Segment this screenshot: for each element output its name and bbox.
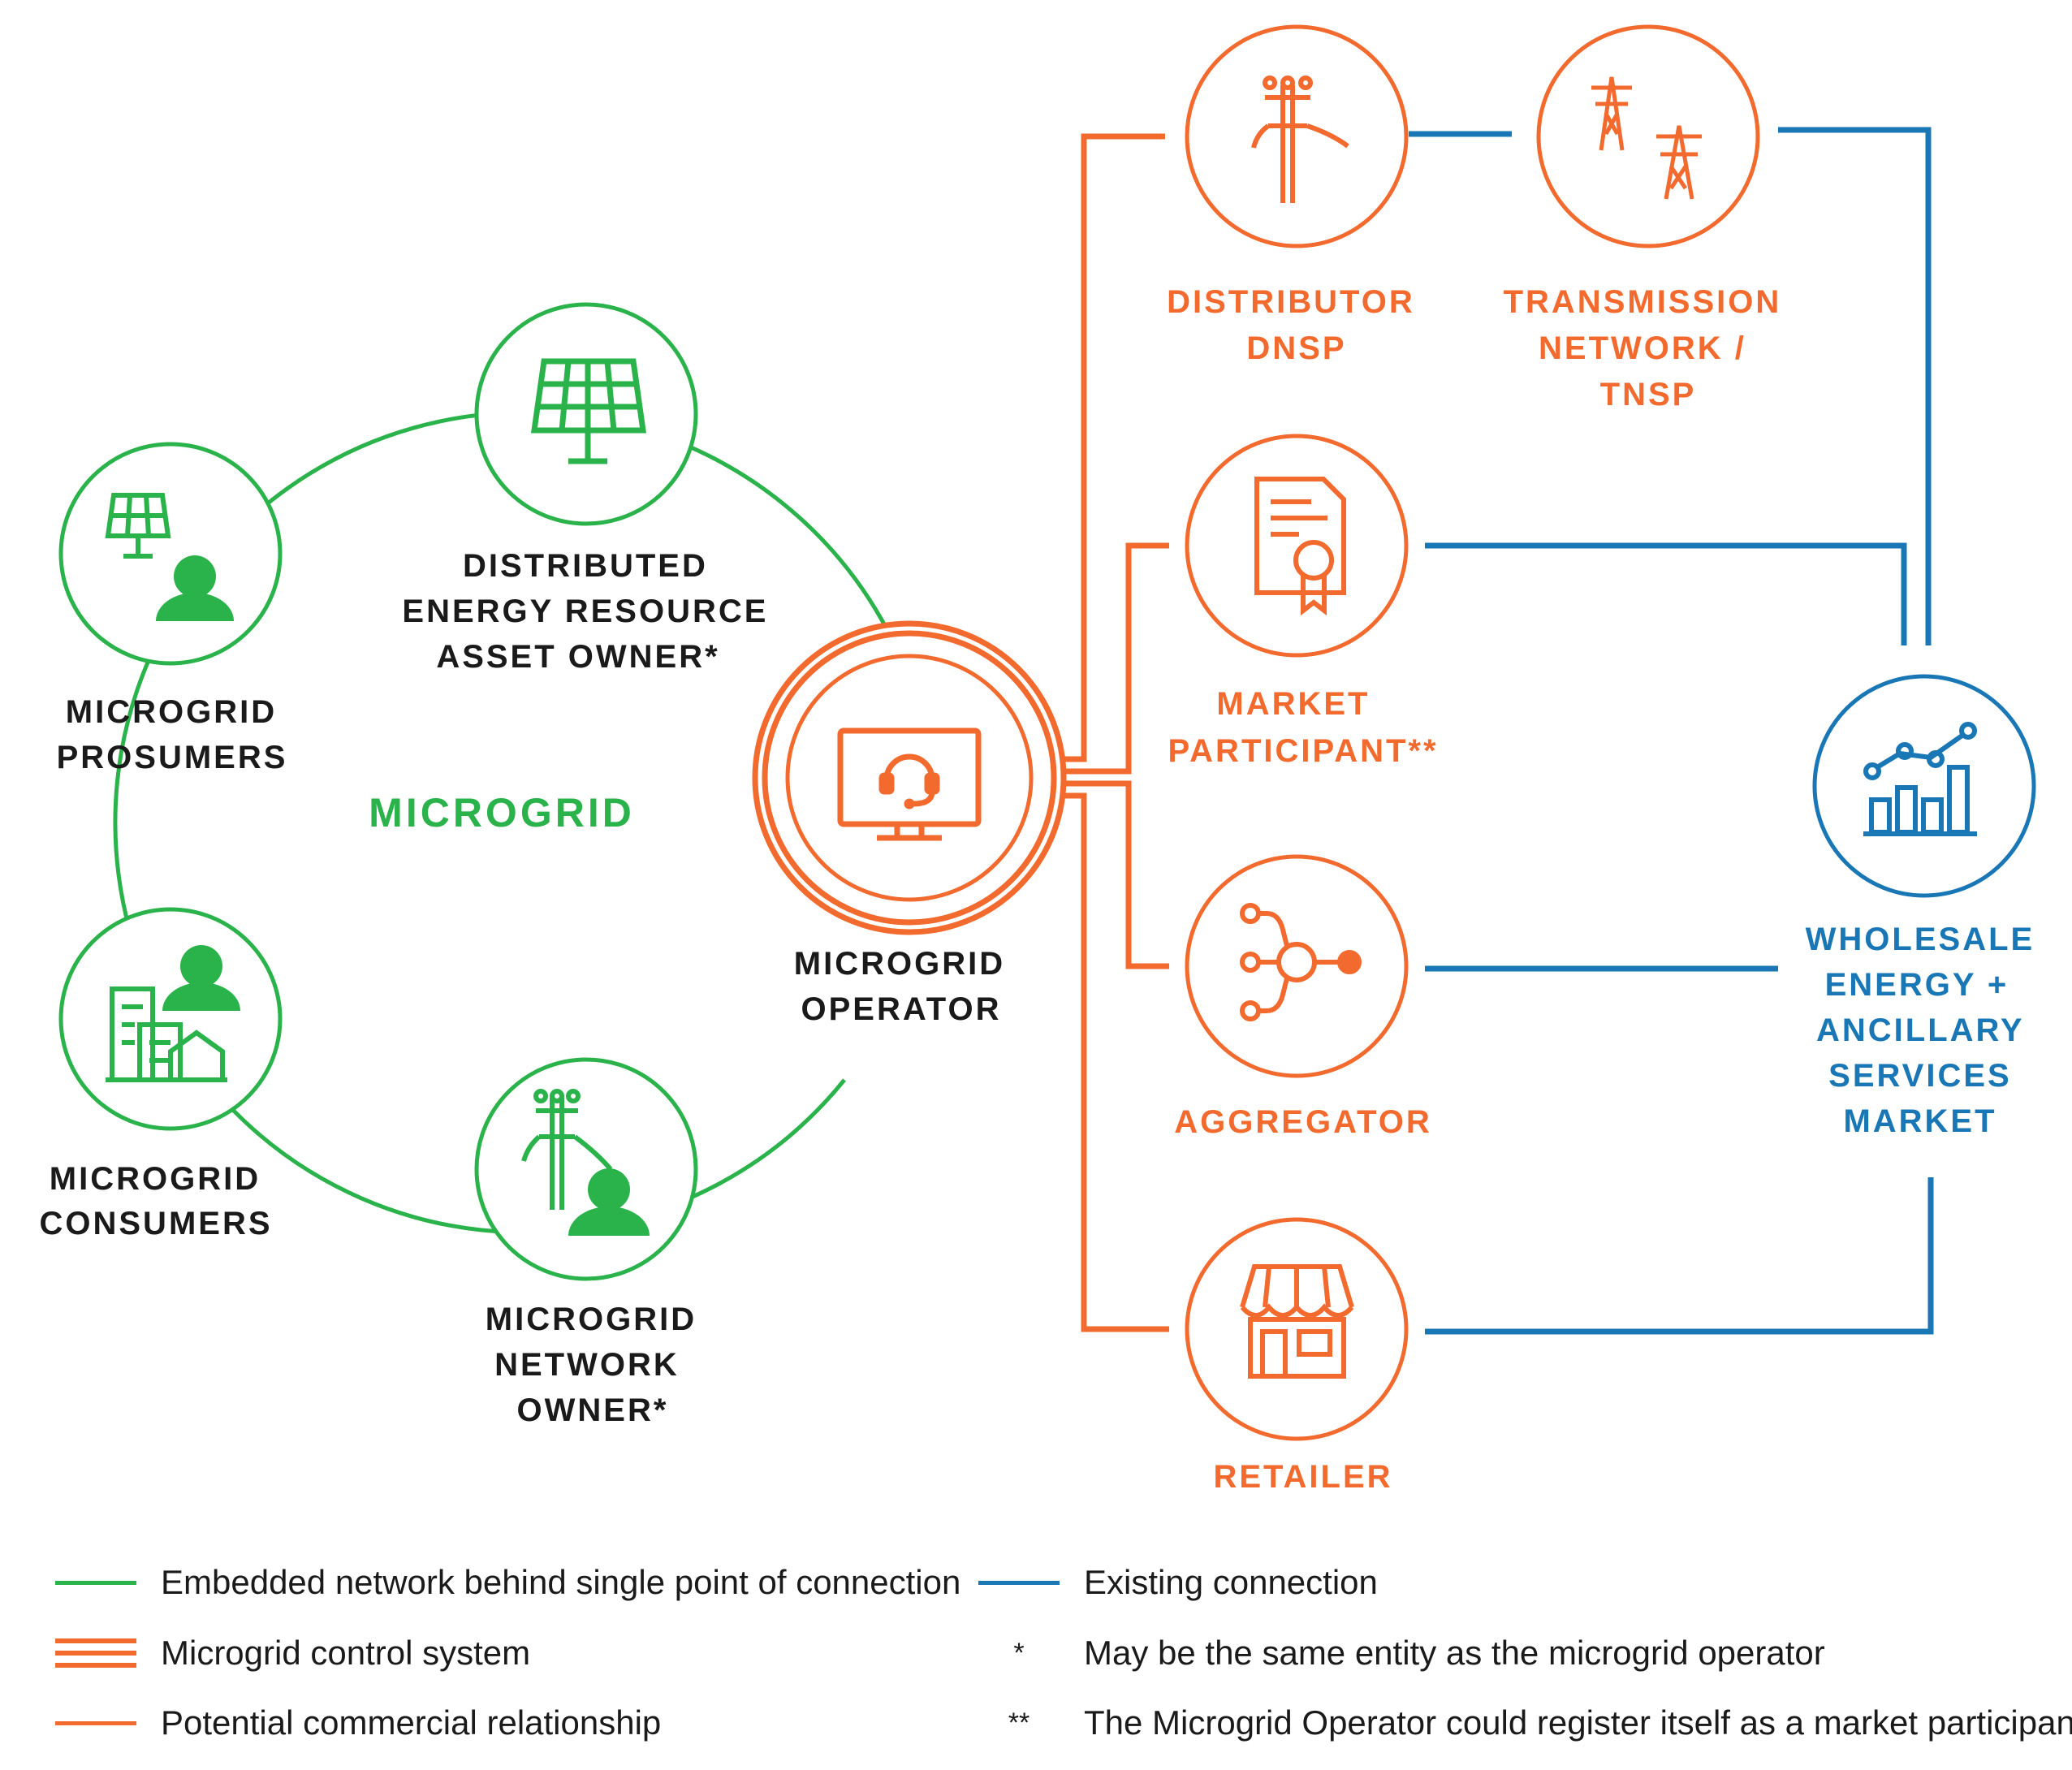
operator-label: MICROGRID OPERATOR (794, 946, 1017, 1027)
legend-control-system-text: Microgrid control system (161, 1634, 531, 1672)
double-star-symbol: ** (1008, 1707, 1030, 1738)
consumers-label: MICROGRID CONSUMERS (39, 1161, 272, 1241)
legend-embedded-network: Embedded network behind single point of … (55, 1563, 960, 1602)
blue-line-swatch (978, 1580, 1060, 1585)
legend-single-star-text: May be the same entity as the microgrid … (1084, 1634, 1825, 1672)
legend-double-star-text: The Microgrid Operator could register it… (1084, 1703, 2072, 1742)
transmission-towers-icon (1591, 76, 1702, 200)
buildings-person-icon (106, 945, 240, 1082)
legend-commercial-relationship-text: Potential commercial relationship (161, 1703, 662, 1742)
triple-orange-line-swatch (55, 1638, 136, 1668)
single-star-symbol: * (1013, 1637, 1025, 1669)
node-aggregator[interactable] (1185, 854, 1409, 1078)
node-market-participant[interactable] (1185, 434, 1409, 658)
distributor-label: DISTRIBUTOR DNSP (1167, 284, 1427, 366)
certificate-icon (1254, 477, 1346, 616)
orange-line-swatch (55, 1720, 136, 1725)
retailer-label: RETAILER (1213, 1459, 1392, 1495)
monitor-headset-icon (837, 727, 982, 841)
commercial-relationship-lines (1060, 133, 1169, 1332)
legend-embedded-network-text: Embedded network behind single point of … (161, 1563, 961, 1601)
node-wholesale-market[interactable] (1812, 674, 2036, 898)
solar-panel-person-icon (105, 493, 234, 621)
solar-panel-icon (530, 358, 647, 464)
power-pole-person-icon (521, 1089, 650, 1236)
transmission-label: TRANSMISSION NETWORK / TNSP (1504, 284, 1794, 412)
legend-single-star: * May be the same entity as the microgri… (978, 1634, 1825, 1673)
prosumers-label: MICROGRID PROSUMERS (57, 694, 289, 775)
network-owner-label: MICROGRID NETWORK OWNER* (486, 1302, 708, 1428)
node-network-owner[interactable] (474, 1057, 698, 1281)
microgrid-label: MICROGRID (369, 790, 635, 835)
green-line-swatch (55, 1580, 136, 1585)
legend-control-system: Microgrid control system (55, 1634, 530, 1673)
storefront-icon (1240, 1264, 1354, 1379)
power-pole-icon (1251, 76, 1349, 203)
node-retailer[interactable] (1185, 1217, 1409, 1441)
legend-commercial-relationship: Potential commercial relationship (55, 1703, 661, 1742)
aggregation-icon (1240, 903, 1362, 1021)
node-transmission[interactable] (1536, 24, 1760, 248)
wholesale-label: WHOLESALE ENERGY + ANCILLARY SERVICES MA… (1806, 922, 2047, 1139)
legend-existing-connection-text: Existing connection (1084, 1563, 1378, 1601)
node-der-owner[interactable] (474, 302, 698, 526)
market-participant-label: MARKET PARTICIPANT** (1168, 686, 1438, 769)
node-consumers[interactable] (58, 907, 283, 1131)
legend-double-star: ** The Microgrid Operator could register… (978, 1703, 2072, 1742)
aggregator-label: AGGREGATOR (1174, 1104, 1431, 1140)
legend-existing-connection: Existing connection (978, 1563, 1378, 1602)
market-chart-icon (1863, 722, 1977, 836)
node-prosumers[interactable] (58, 442, 283, 666)
der-owner-label: DISTRIBUTED ENERGY RESOURCE ASSET OWNER* (402, 548, 779, 675)
node-distributor[interactable] (1185, 24, 1409, 248)
existing-connection-lines (1409, 127, 1934, 1335)
node-operator[interactable] (752, 620, 1067, 935)
